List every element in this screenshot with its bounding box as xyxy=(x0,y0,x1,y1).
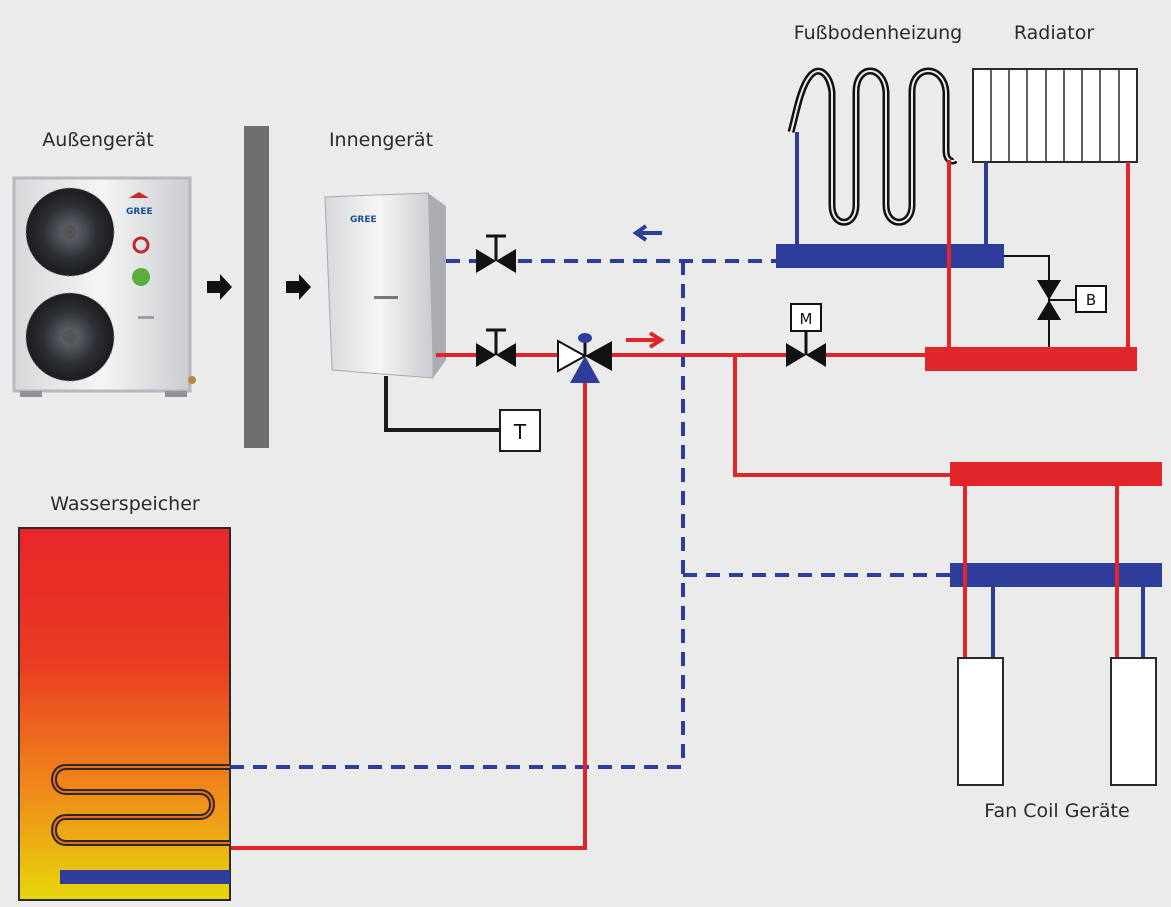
fan-coil-supply-manifold xyxy=(950,462,1162,486)
fan-coil-return-manifold xyxy=(950,563,1162,587)
thermostat-wire xyxy=(384,376,500,432)
tank-cold-inlet xyxy=(60,870,230,884)
motor-valve-label: M xyxy=(800,310,813,328)
arrow-right-icon xyxy=(286,274,311,300)
supply-lines xyxy=(230,353,950,850)
thermostat-label: T xyxy=(513,420,527,444)
radiator xyxy=(972,68,1138,163)
radiator-label: Radiator xyxy=(1014,22,1094,44)
return-shutoff-valve xyxy=(476,234,516,273)
tank-heating-coil-inner xyxy=(53,766,230,844)
floor-heating-label: Fußbodenheizung xyxy=(794,22,963,44)
outdoor-unit-label: Außengerät xyxy=(42,129,153,151)
indoor-brand-logo: GREE xyxy=(350,215,377,225)
bypass-valve: B xyxy=(1004,255,1107,347)
heating-supply-manifold xyxy=(925,347,1137,371)
fan-coil-unit-2 xyxy=(1110,657,1157,786)
supply-flow-arrow-icon xyxy=(626,331,665,349)
supply-shutoff-valve xyxy=(476,328,516,367)
bypass-valve-label: B xyxy=(1086,291,1096,309)
building-wall xyxy=(244,126,269,448)
thermostat-box xyxy=(499,409,541,452)
water-tank-label: Wasserspeicher xyxy=(50,493,200,515)
fan-coil-pipes xyxy=(963,486,1145,658)
floor-heating-coil-inner xyxy=(790,70,956,224)
indoor-unit-label: Innengerät xyxy=(329,129,433,151)
motor-valve: M xyxy=(786,303,826,367)
fan-coil-label: Fan Coil Geräte xyxy=(984,800,1129,822)
return-lines-dashed xyxy=(230,259,951,769)
outdoor-unit: GREE xyxy=(12,176,196,397)
indoor-unit: GREE xyxy=(324,192,446,379)
arrow-right-icon xyxy=(207,274,232,300)
fan-coil-unit-1 xyxy=(957,657,1004,786)
outdoor-brand-logo: GREE xyxy=(126,207,153,217)
floor-heating-return-manifold xyxy=(776,244,1004,268)
floor-heating-coil xyxy=(787,67,958,226)
three-way-valve xyxy=(557,333,612,383)
return-flow-arrow-icon xyxy=(632,224,662,242)
